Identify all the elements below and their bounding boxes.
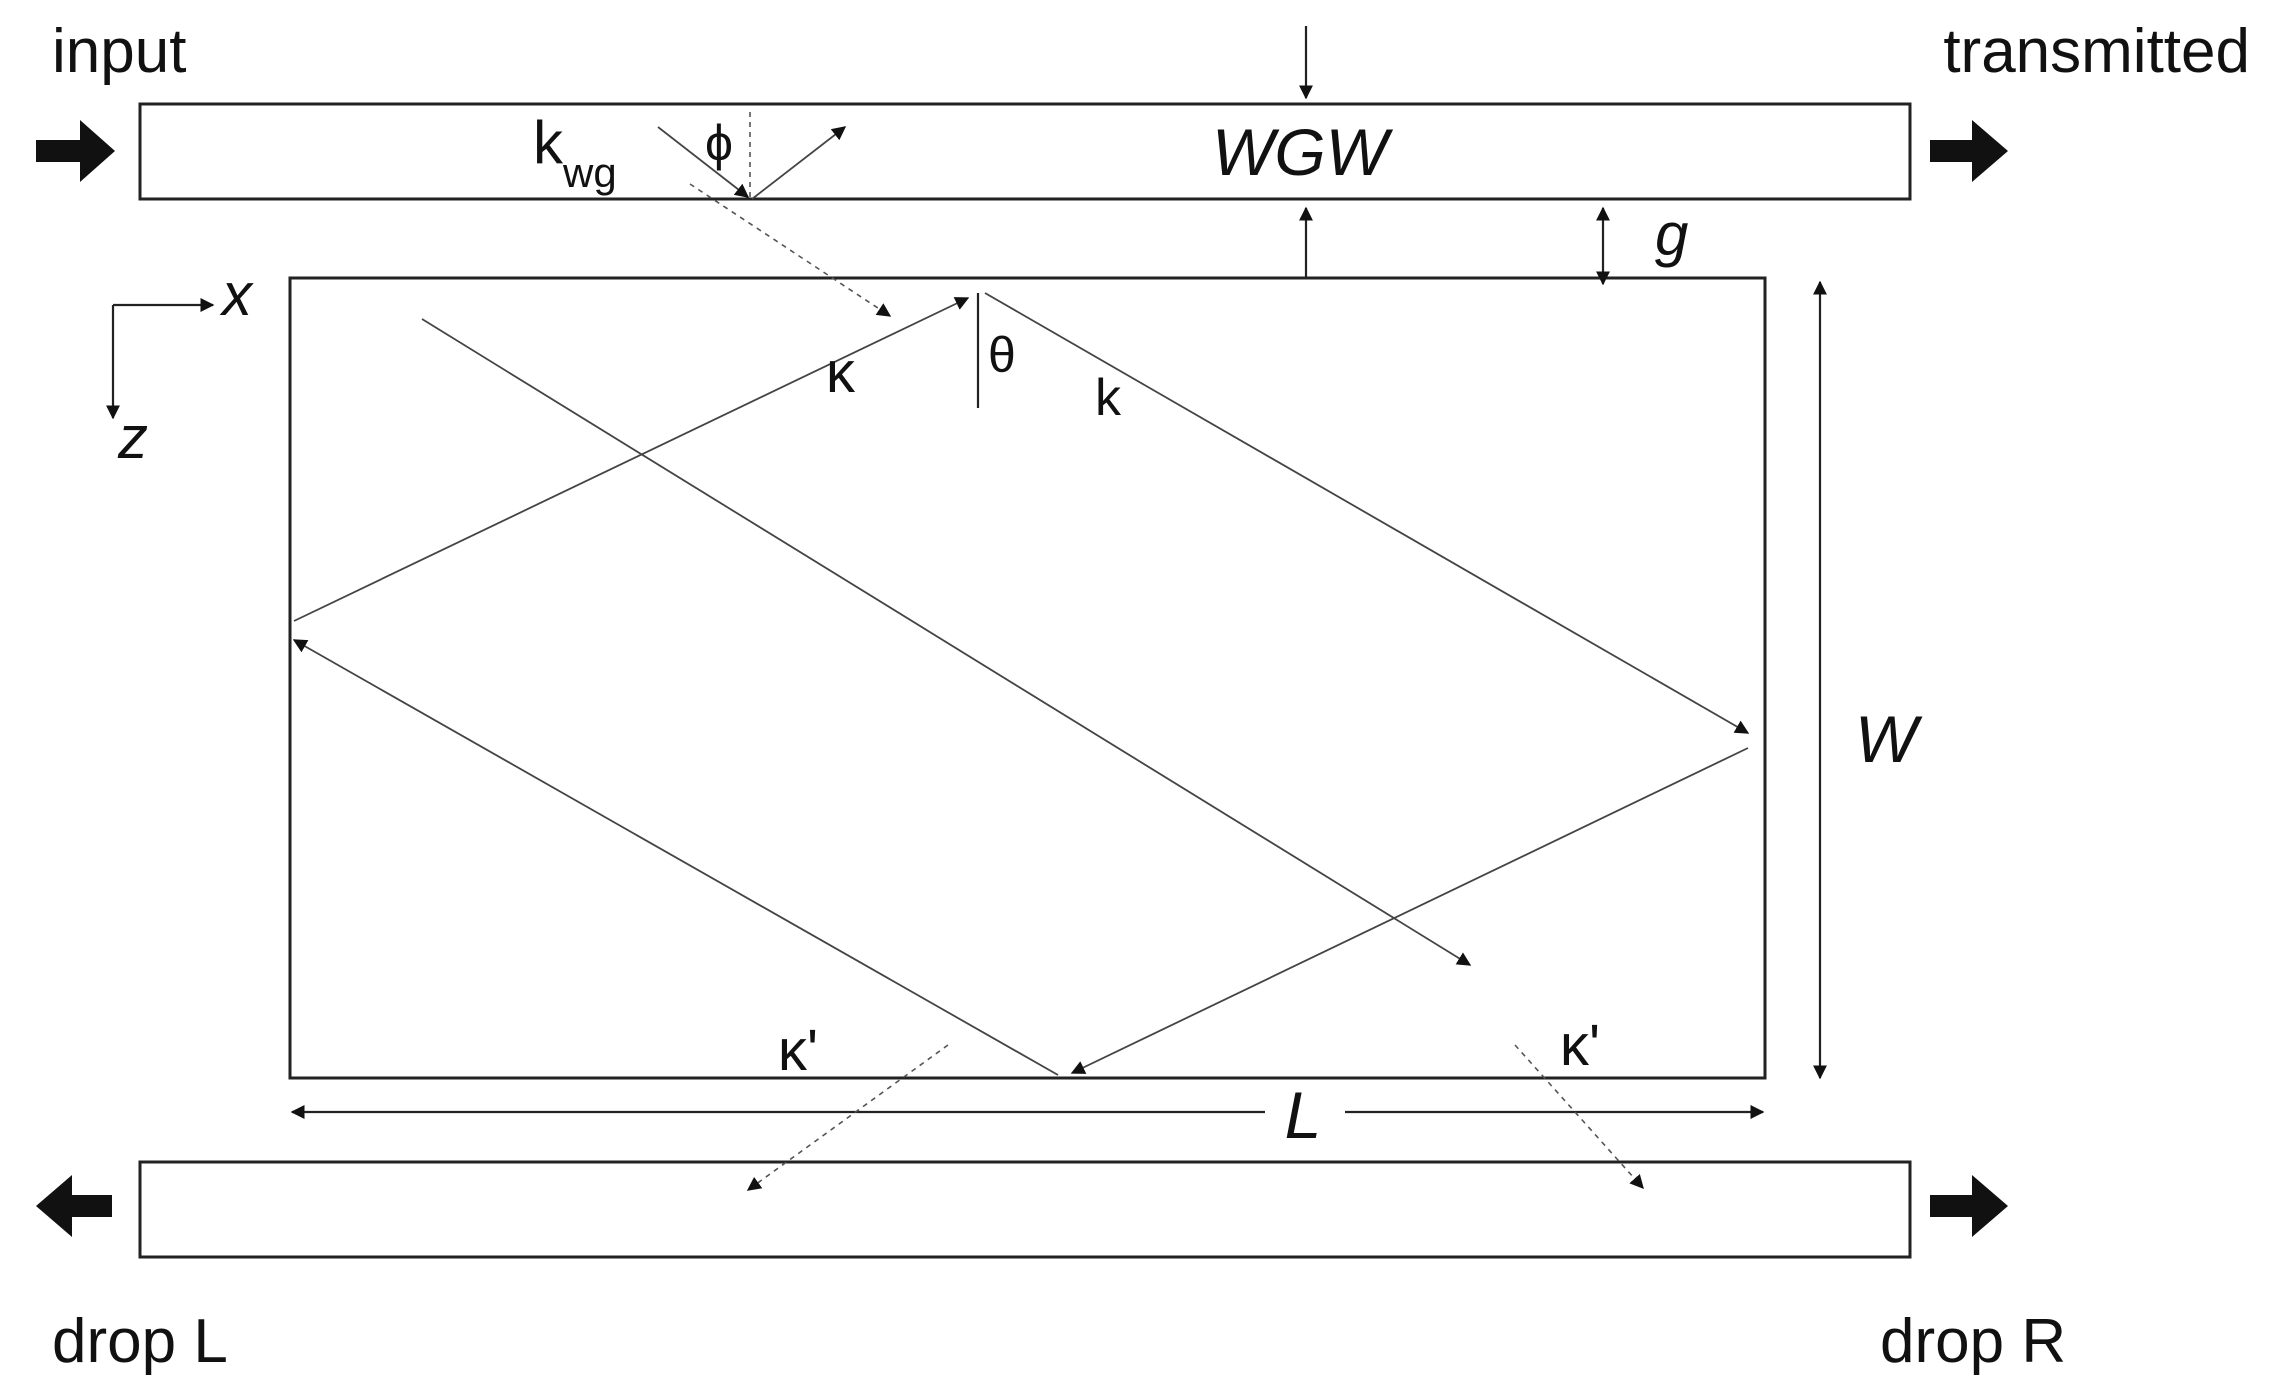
k-wg-subscript: wg (562, 149, 617, 196)
drop-right-coupling-ray (1514, 1044, 1644, 1190)
waveguide-label: WGW (1212, 115, 1394, 189)
theta-label: θ (988, 327, 1016, 383)
resonator-box (288, 276, 1767, 1080)
k-label: k (1095, 369, 1122, 427)
drop-left-coupling-ray (746, 1044, 949, 1191)
axis-x-label: x (219, 261, 254, 328)
ray-bottom-to-left (292, 639, 1059, 1076)
top-waveguide (138, 102, 1912, 201)
kappa-label: κ (826, 340, 856, 405)
bottom-waveguide (138, 1160, 1912, 1259)
transmitted-arrow (1930, 120, 2008, 182)
incident-ray (657, 126, 750, 198)
drop-right-label: drop R (1880, 1307, 2066, 1376)
kappa-prime-left-label: κ' (778, 1018, 818, 1083)
input-label: input (52, 17, 186, 86)
kappa-prime-right-label: κ' (1560, 1013, 1600, 1078)
reflected-ray (751, 126, 847, 200)
gap-label: g (1655, 201, 1688, 268)
k-wg-base: k (533, 109, 564, 176)
axis-z-label: z (117, 404, 148, 471)
k-wg-label: kwg (533, 109, 617, 196)
width-label: W (1855, 702, 1923, 776)
ray-parallel (421, 318, 1472, 966)
drop-right-arrow (1930, 1175, 2008, 1237)
input-arrow (36, 120, 115, 182)
transmitted-into-resonator (689, 183, 892, 317)
ray-right-to-bottom (1070, 747, 1749, 1074)
phi-label: ϕ (705, 115, 733, 171)
ray-left-to-top (293, 297, 970, 622)
drop-left-label: drop L (52, 1307, 228, 1376)
ray-top-to-right (984, 292, 1750, 734)
length-label: L (1285, 1078, 1322, 1152)
transmitted-label: transmitted (1943, 17, 2250, 86)
drop-left-arrow (36, 1175, 112, 1237)
